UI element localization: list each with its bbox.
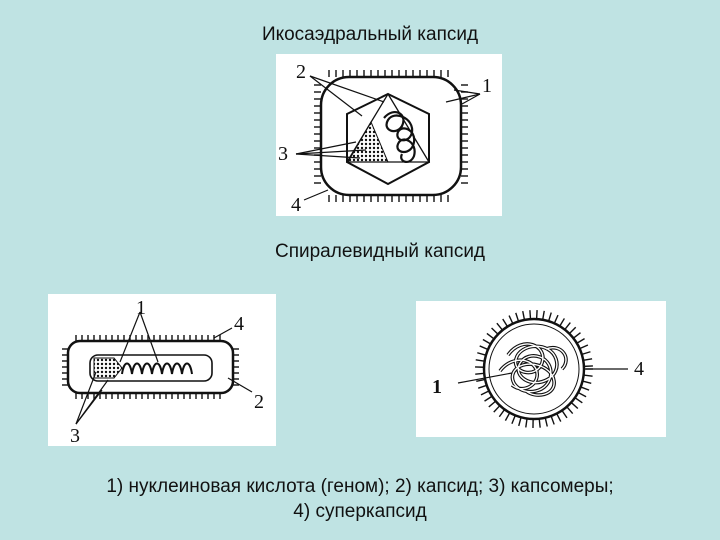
label-1: 1 [136, 297, 146, 319]
label-3: 3 [70, 425, 80, 446]
label-3: 3 [278, 143, 288, 165]
label-1: 1 [482, 75, 492, 97]
label-1: 1 [432, 376, 442, 398]
label-4: 4 [291, 194, 301, 216]
label-4: 4 [634, 358, 644, 380]
capsomere-triangle [347, 120, 389, 163]
capsid-circle [488, 323, 580, 415]
helical-capsid-title: Спиралевидный капсид [274, 241, 486, 262]
legend-line-1: 1) нуклеиновая кислота (геном); 2) капси… [106, 476, 614, 497]
icosahedral-virus-figure: 2 1 3 4 [276, 54, 502, 216]
capsomere-head [93, 357, 123, 379]
rod-virus-figure: 1 4 2 3 [48, 294, 276, 446]
label-2: 2 [296, 61, 306, 83]
round-virus-figure: 1 4 [416, 301, 666, 437]
envelope-spikes [475, 310, 593, 429]
label-4: 4 [234, 313, 244, 335]
nucleic-acid-helix [121, 362, 193, 375]
label-2: 2 [254, 391, 264, 413]
legend-line-2: 4) суперкапсид [293, 501, 427, 522]
nucleic-acid-coil [383, 110, 416, 163]
legend: 1) нуклеиновая кислота (геном); 2) капси… [0, 474, 720, 524]
icosahedral-capsid-title: Икосаэдральный капсид [261, 24, 479, 45]
